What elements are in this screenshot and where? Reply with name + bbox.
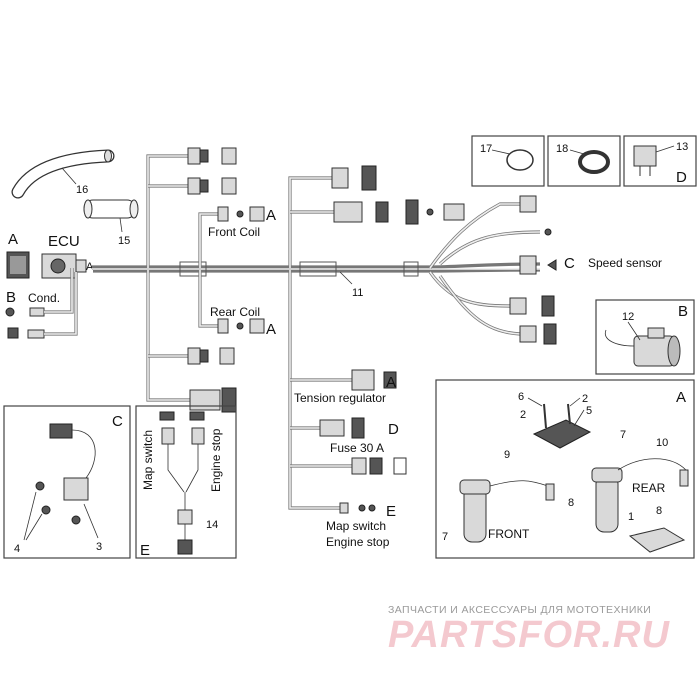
tension-regulator-label: Tension regulator xyxy=(294,391,386,405)
part-number-7b: 7 xyxy=(442,531,448,543)
part-number-1: 1 xyxy=(628,511,634,523)
letter-c-box: C xyxy=(112,413,123,430)
clamp-band xyxy=(578,150,610,174)
speed-sensor-label: Speed sensor xyxy=(588,256,662,270)
engine-stop-label-left: Engine stop xyxy=(209,428,223,492)
right-connectors xyxy=(509,195,557,345)
ecu-label: ECU xyxy=(48,233,80,250)
map-switch-label-left: Map switch xyxy=(141,430,155,490)
letter-d-fuse-box: D xyxy=(676,169,687,186)
box-part-13 xyxy=(623,135,697,187)
letter-b-cond: B xyxy=(6,289,16,306)
front-coil-label: Front Coil xyxy=(208,225,260,239)
fuse-connector xyxy=(319,417,365,439)
fuse-part xyxy=(633,145,675,176)
part-number-12: 12 xyxy=(622,311,634,323)
letter-a-box: A xyxy=(676,389,686,406)
part-number-18: 18 xyxy=(556,143,568,155)
letter-a-tension: A xyxy=(386,374,396,391)
part-number-15: 15 xyxy=(118,235,130,247)
part-number-11: 11 xyxy=(352,287,363,299)
rear-ignition-coil xyxy=(591,458,689,533)
part-number-8a: 8 xyxy=(568,497,574,509)
connector-group-upper-middle xyxy=(331,165,465,225)
ring-clip xyxy=(506,149,534,171)
ecu-a-marker: A xyxy=(86,261,94,273)
fuse-label: Fuse 30 A xyxy=(330,441,384,455)
part-number-5: 5 xyxy=(586,405,592,417)
map-switch-connector xyxy=(339,502,376,514)
letter-b-box: B xyxy=(678,303,688,320)
box-c-sensor xyxy=(3,405,131,559)
hose-part xyxy=(11,149,115,199)
part-number-17: 17 xyxy=(480,143,492,155)
front-coil-connector xyxy=(217,206,265,222)
front-ignition-coil xyxy=(459,479,555,543)
rear-coil-label: Rear Coil xyxy=(210,305,260,319)
letter-c-speed: C xyxy=(564,255,575,272)
tension-regulator-connector xyxy=(351,369,397,391)
letter-a-rear-coil: A xyxy=(266,321,276,338)
letter-a-ecu: A xyxy=(8,231,18,248)
part-number-9: 9 xyxy=(504,449,510,461)
bracket-part xyxy=(628,527,686,553)
part-number-14: 14 xyxy=(206,519,218,531)
part-number-8b: 8 xyxy=(656,505,662,517)
ecu-connector: A xyxy=(6,251,94,279)
part-number-7a: 7 xyxy=(620,429,626,441)
front-label: FRONT xyxy=(488,527,530,541)
part-number-13: 13 xyxy=(676,141,688,153)
connector-group-lower-middle xyxy=(351,457,407,475)
grip-part xyxy=(83,199,139,233)
part-number-4: 4 xyxy=(14,543,20,555)
watermark-tagline: ЗАПЧАСТИ И АКСЕССУАРЫ ДЛЯ МОТОТЕХНИКИ xyxy=(388,604,652,616)
part-number-16: 16 xyxy=(76,184,88,196)
map-switch-label-right: Map switch xyxy=(326,519,386,533)
letter-e-box: E xyxy=(140,542,150,559)
part-number-10: 10 xyxy=(656,437,668,449)
main-harness xyxy=(92,154,541,510)
part-number-2a: 2 xyxy=(582,393,588,405)
part-number-3: 3 xyxy=(96,541,102,553)
speed-sensor-part xyxy=(23,423,99,541)
box-a-ignition xyxy=(435,379,695,559)
coil-cylinder xyxy=(604,321,681,367)
box-e-switch xyxy=(135,405,237,559)
regulator-part xyxy=(527,397,592,449)
letter-d-fuse: D xyxy=(388,421,399,438)
cond-connectors xyxy=(5,268,78,339)
box-b-coil xyxy=(595,299,695,375)
watermark-logo: PARTSFOR.RU xyxy=(388,614,670,656)
connector-group-lower-left xyxy=(187,347,237,413)
part-number-6: 6 xyxy=(518,391,524,403)
box-part-17 xyxy=(471,135,545,187)
switch-harness-part xyxy=(159,411,205,555)
rear-coil-connector xyxy=(217,318,265,334)
connector-group-top-left xyxy=(187,147,237,195)
box-part-18 xyxy=(547,135,621,187)
engine-stop-label-right: Engine stop xyxy=(326,535,390,549)
cond-label: Cond. xyxy=(28,291,60,305)
letter-e-map: E xyxy=(386,503,396,520)
part-number-2b: 2 xyxy=(520,409,526,421)
letter-a-front-coil: A xyxy=(266,207,276,224)
rear-label: REAR xyxy=(632,481,666,495)
